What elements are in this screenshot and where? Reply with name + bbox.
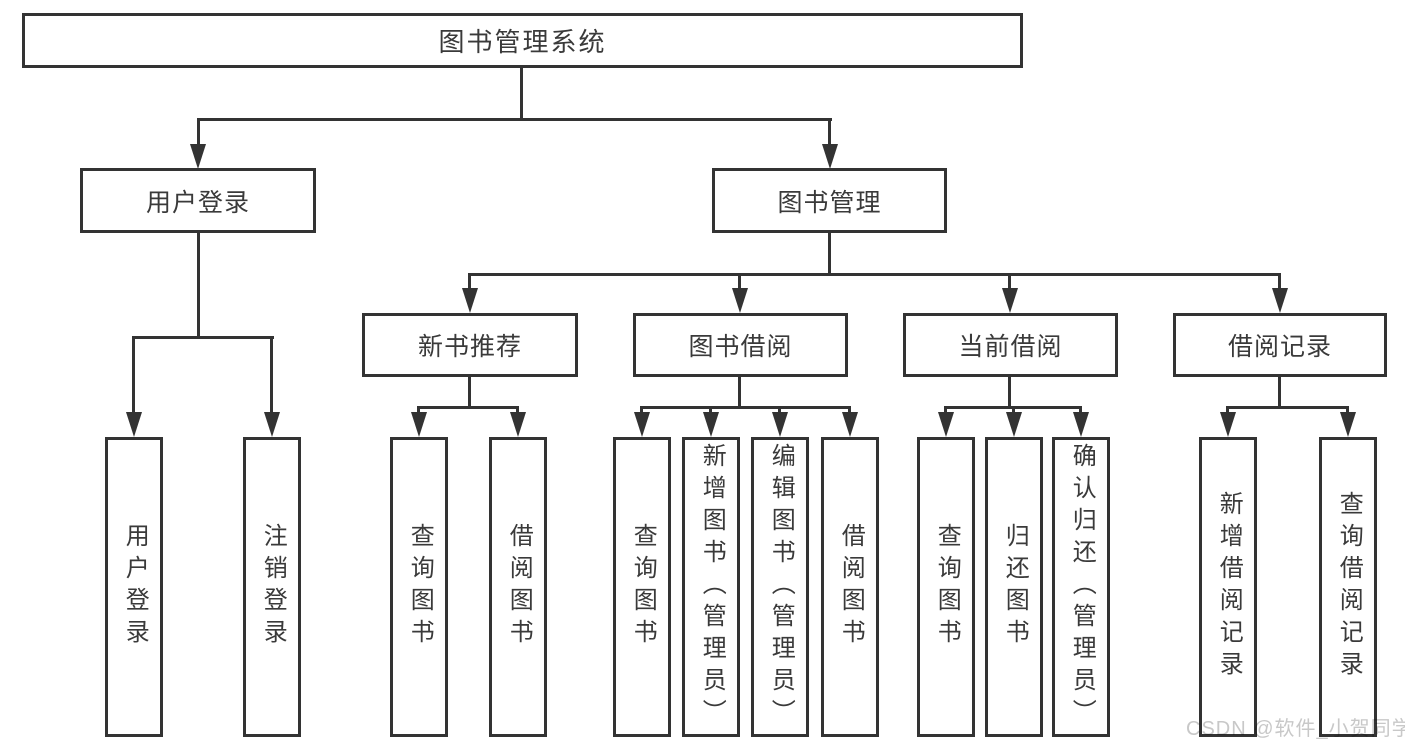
connector-l2-hline	[468, 273, 1281, 276]
connector-root-stub	[520, 68, 523, 118]
connector-l1-stem-right	[828, 118, 831, 147]
watermark: CSDN @软件_小贺同学	[1186, 718, 1405, 740]
connector-l1-hline	[197, 118, 832, 121]
connector-borrow-stub	[738, 377, 741, 406]
node-book-management: 图书管理	[712, 168, 947, 233]
arrow-down-icon	[1002, 288, 1018, 313]
leaf-query-books-recommend: 查询图书	[390, 437, 448, 737]
leaf-query-borrow-record: 查询借阅记录	[1319, 437, 1377, 737]
leaf-edit-book-admin-label: 编辑图书（管理员）	[767, 443, 795, 731]
leaf-borrow-books-recommend-label: 借阅图书	[505, 523, 533, 651]
leaf-return-book-label: 归还图书	[1001, 523, 1029, 651]
leaf-borrow-books-2-label: 借阅图书	[837, 523, 865, 651]
node-book-borrow: 图书借阅	[633, 313, 848, 377]
arrow-down-icon	[462, 288, 478, 313]
connector-borrow-stem-3	[778, 406, 781, 413]
leaf-query-books-current-label: 查询图书	[933, 523, 961, 651]
connector-records-stub	[1278, 377, 1281, 406]
arrow-down-icon	[842, 412, 858, 437]
leaf-user-login-label: 用户登录	[121, 523, 149, 651]
node-user-login-label: 用户登录	[145, 188, 250, 217]
connector-recommend-stub	[468, 377, 471, 406]
leaf-user-login: 用户登录	[105, 437, 163, 737]
connector-current-stem-1	[944, 406, 947, 413]
node-root-label: 图书管理系统	[438, 27, 607, 57]
arrow-down-icon	[510, 412, 526, 437]
leaf-return-book: 归还图书	[985, 437, 1043, 737]
connector-current-stem-2	[1012, 406, 1015, 413]
leaf-confirm-return-admin-label: 确认归还（管理员）	[1068, 443, 1096, 731]
connector-records-hline	[1226, 406, 1349, 409]
connector-recommend-stem-2	[516, 406, 519, 413]
arrow-down-icon	[1006, 412, 1022, 437]
connector-bookmgmt-stub	[828, 233, 831, 273]
connector-l2-stem-4	[1278, 273, 1281, 289]
connector-current-stub	[1008, 377, 1011, 406]
arrow-down-icon	[1073, 412, 1089, 437]
leaf-logout: 注销登录	[243, 437, 301, 737]
arrow-down-icon	[1272, 288, 1288, 313]
connector-l2-stem-1	[468, 273, 471, 289]
leaf-query-books-recommend-label: 查询图书	[406, 523, 434, 651]
node-new-book-recommend-label: 新书推荐	[417, 333, 522, 361]
connector-borrow-stem-1	[640, 406, 643, 413]
leaf-borrow-books-recommend: 借阅图书	[489, 437, 547, 737]
connector-l2-stem-2	[738, 273, 741, 289]
node-user-login: 用户登录	[80, 168, 316, 233]
connector-l1-stem-left	[197, 118, 200, 147]
leaf-add-borrow-record-label: 新增借阅记录	[1215, 491, 1243, 683]
arrow-down-icon	[634, 412, 650, 437]
leaf-query-books-borrow-label: 查询图书	[629, 523, 657, 651]
connector-current-stem-3	[1079, 406, 1082, 413]
connector-borrow-stem-2	[709, 406, 712, 413]
leaf-add-book-admin-label: 新增图书（管理员）	[698, 443, 726, 731]
node-current-borrow-label: 当前借阅	[958, 333, 1063, 361]
connector-recommend-stem-1	[417, 406, 420, 413]
node-book-borrow-label: 图书借阅	[688, 333, 793, 361]
leaf-query-books-current: 查询图书	[917, 437, 975, 737]
connector-userlogin-stem-2	[270, 336, 273, 413]
connector-recommend-hline	[417, 406, 519, 409]
leaf-logout-label: 注销登录	[259, 523, 287, 651]
arrow-down-icon	[190, 144, 206, 169]
arrow-down-icon	[264, 412, 280, 437]
leaf-borrow-books-2: 借阅图书	[821, 437, 879, 737]
connector-records-stem-1	[1226, 406, 1229, 413]
leaf-query-books-borrow: 查询图书	[613, 437, 671, 737]
arrow-down-icon	[126, 412, 142, 437]
node-borrow-records: 借阅记录	[1173, 313, 1387, 377]
node-new-book-recommend: 新书推荐	[362, 313, 578, 377]
leaf-add-book-admin: 新增图书（管理员）	[682, 437, 740, 737]
connector-borrow-stem-4	[848, 406, 851, 413]
node-book-management-label: 图书管理	[777, 188, 882, 217]
leaf-add-borrow-record: 新增借阅记录	[1199, 437, 1257, 737]
arrow-down-icon	[772, 412, 788, 437]
arrow-down-icon	[938, 412, 954, 437]
connector-l2-stem-3	[1008, 273, 1011, 289]
node-root: 图书管理系统	[22, 13, 1023, 68]
arrow-down-icon	[1340, 412, 1356, 437]
connector-userlogin-stub	[197, 233, 200, 336]
arrow-down-icon	[822, 144, 838, 169]
arrow-down-icon	[703, 412, 719, 437]
arrow-down-icon	[732, 288, 748, 313]
arrow-down-icon	[411, 412, 427, 437]
connector-records-stem-2	[1346, 406, 1349, 413]
node-borrow-records-label: 借阅记录	[1227, 333, 1332, 361]
connector-borrow-hline	[640, 406, 851, 409]
leaf-query-borrow-record-label: 查询借阅记录	[1335, 491, 1363, 683]
node-current-borrow: 当前借阅	[903, 313, 1118, 377]
leaf-confirm-return-admin: 确认归还（管理员）	[1052, 437, 1110, 737]
connector-userlogin-stem-1	[132, 336, 135, 413]
connector-userlogin-hline	[132, 336, 274, 339]
leaf-edit-book-admin: 编辑图书（管理员）	[751, 437, 809, 737]
arrow-down-icon	[1220, 412, 1236, 437]
